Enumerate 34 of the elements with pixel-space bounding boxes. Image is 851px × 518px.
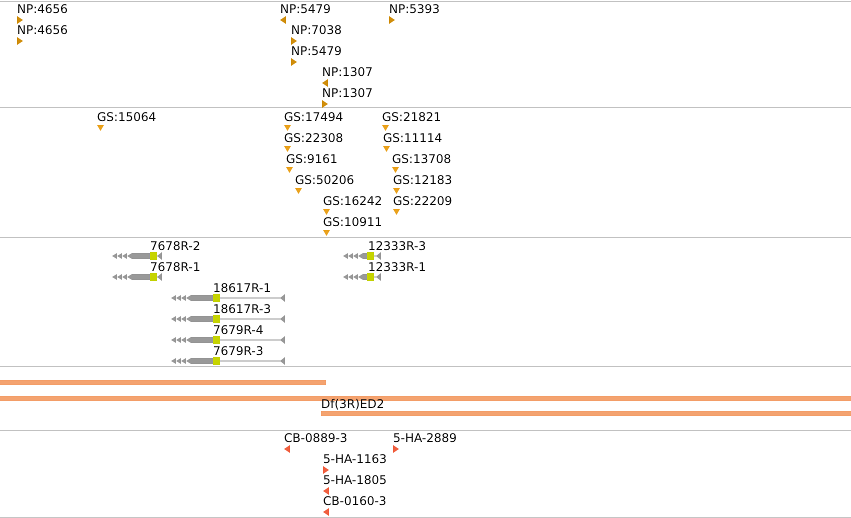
feature-label: 5-HA-2889 — [393, 431, 457, 445]
feature-label: 5-HA-1805 — [323, 473, 387, 487]
feature-label: GS:50206 — [295, 173, 354, 187]
feature-label: NP:5479 — [280, 2, 331, 16]
feature-label: GS:22209 — [393, 194, 452, 208]
feature-label: GS:11114 — [383, 131, 442, 145]
feature-label: GS:17494 — [284, 110, 344, 124]
feature-label: NP:5479 — [291, 44, 342, 58]
feature-label: CB-0160-3 — [323, 494, 386, 508]
feature-label: GS:16242 — [323, 194, 382, 208]
feature-label: NP:4656 — [17, 23, 68, 37]
feature-label: GS:21821 — [382, 110, 442, 124]
feature-label: 12333R-1 — [368, 260, 426, 274]
feature-label: NP:4656 — [17, 2, 68, 16]
feature-label: 7679R-4 — [213, 323, 264, 337]
feature-label: 5-HA-1163 — [323, 452, 387, 466]
feature-label: GS:22308 — [284, 131, 344, 145]
feature-label: GS:15064 — [97, 110, 156, 124]
feature-label: NP:1307 — [322, 65, 373, 79]
feature-label: 7678R-1 — [150, 260, 200, 274]
feature-label: GS:13708 — [392, 152, 452, 166]
feature-label: 7678R-2 — [150, 239, 200, 253]
feature-label: GS:10911 — [323, 215, 382, 229]
feature-label: GS:12183 — [393, 173, 452, 187]
feature-label: GS:9161 — [286, 152, 338, 166]
feature-label: NP:1307 — [322, 86, 373, 100]
feature-label: Df(3R)ED2 — [321, 397, 384, 411]
feature-label: 18617R-3 — [213, 302, 271, 316]
feature-label: NP:7038 — [291, 23, 342, 37]
feature-label: NP:5393 — [389, 2, 440, 16]
feature-label: 18617R-1 — [213, 281, 271, 295]
feature-label: 7679R-3 — [213, 344, 264, 358]
feature-label: CB-0889-3 — [284, 431, 348, 445]
feature-label: 12333R-3 — [368, 239, 426, 253]
